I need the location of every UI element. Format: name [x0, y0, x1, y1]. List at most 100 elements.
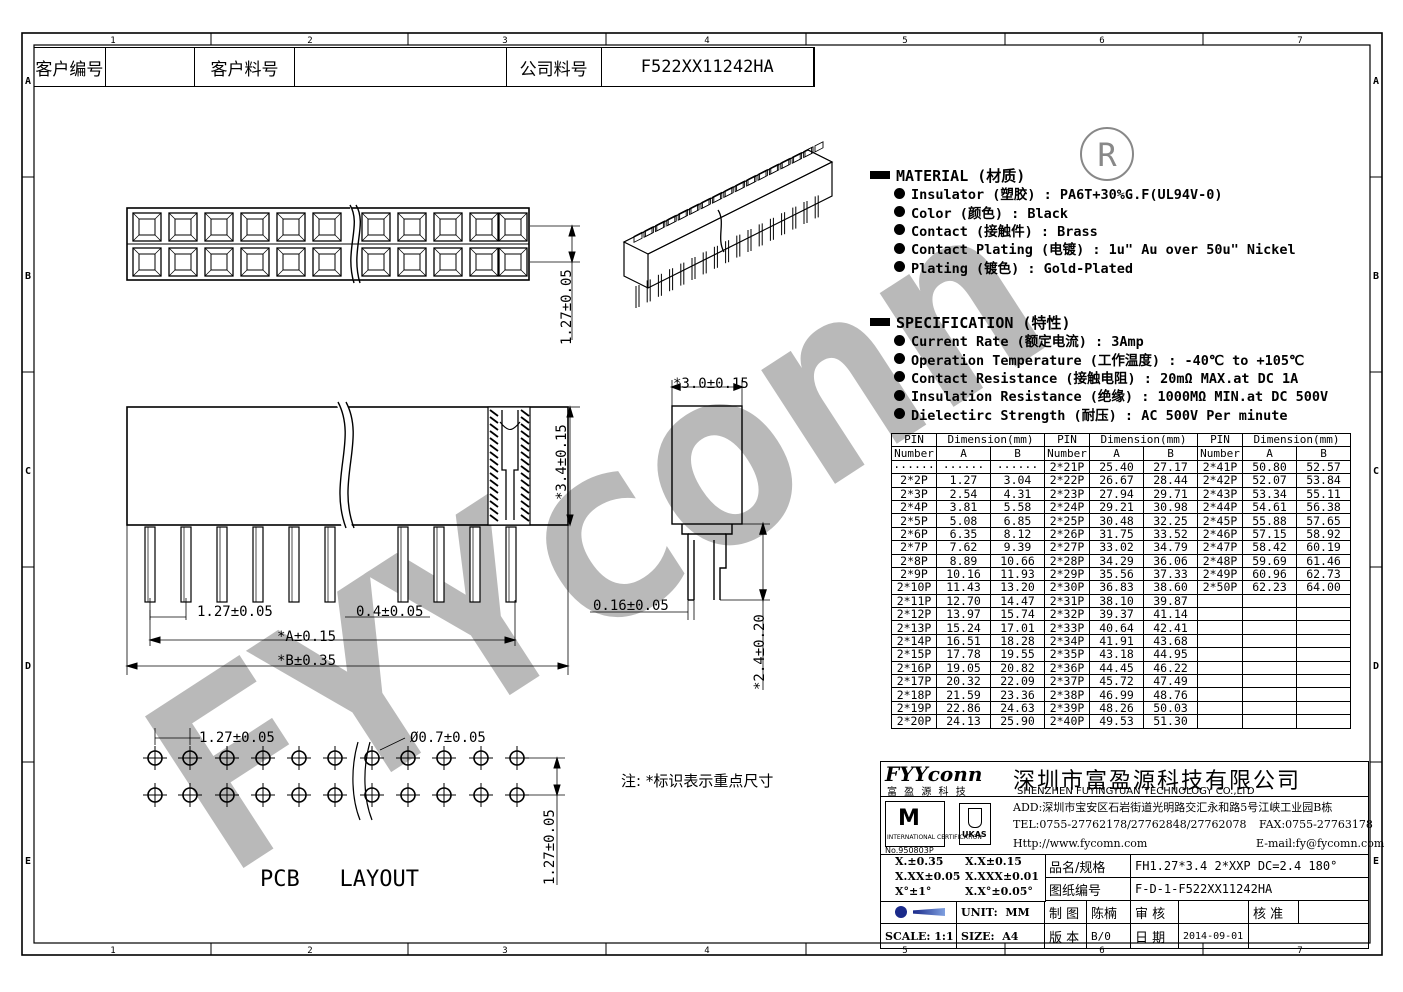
drawing-no-value: F-D-1-F522XX11242HA	[1131, 878, 1368, 901]
table-cell: 46.99	[1089, 687, 1144, 702]
table-cell: 57.15	[1242, 526, 1297, 542]
ukas-label: UKAS	[962, 830, 987, 839]
zone-col-label: 4	[704, 36, 709, 46]
header-a: A	[1089, 446, 1144, 461]
company-email: E-mail:fy@fycomn.com	[1256, 837, 1385, 850]
material-section: MATERIAL (材质) Insulator (塑胶) : PA6T+30%G…	[870, 166, 1296, 277]
table-cell: 2*16P	[891, 660, 937, 676]
customer-part-label: 客户料号	[195, 48, 296, 86]
zone-row-label: D	[25, 661, 31, 672]
table-cell: 44.95	[1143, 647, 1198, 662]
table-cell: 50.80	[1242, 459, 1297, 475]
table-cell: 52.07	[1242, 473, 1297, 488]
table-cell: 41.14	[1143, 607, 1198, 622]
table-cell: 2*5P	[891, 513, 937, 528]
spec-item: Current Rate (额定电流) : 3Amp	[870, 331, 1328, 350]
zone-row-label: E	[1373, 856, 1379, 867]
table-cell: 30.48	[1089, 513, 1144, 528]
registered-mark: R	[1080, 127, 1134, 181]
table-cell	[1296, 647, 1351, 662]
table-cell: 2*24P	[1044, 499, 1090, 515]
table-cell: 2*50P	[1197, 580, 1243, 595]
table-cell: 2*17P	[891, 674, 937, 689]
table-cell	[1296, 700, 1351, 716]
table-cell: 2*19P	[891, 700, 937, 716]
material-item: Contact (接触件) : Brass	[870, 221, 1296, 240]
company-part-label: 公司料号	[507, 48, 602, 86]
table-cell: 2*49P	[1197, 566, 1243, 582]
spec-item: Dielectirc Strength (耐压) : AC 500V Per m…	[870, 405, 1328, 424]
table-cell: 57.65	[1296, 513, 1351, 528]
material-title: MATERIAL (材质)	[896, 166, 1026, 185]
bullet-icon	[894, 389, 905, 401]
table-cell: 43.18	[1089, 647, 1144, 662]
table-cell: 53.84	[1296, 473, 1351, 488]
table-cell: 2*26P	[1044, 526, 1090, 542]
header-dimension: Dimension(mm)	[936, 432, 1045, 448]
table-cell	[1242, 633, 1297, 649]
dim-a: *A±0.15	[277, 629, 336, 645]
header-pin: PIN	[1044, 432, 1090, 448]
table-cell	[1242, 714, 1297, 729]
zone-row-label: E	[25, 856, 31, 867]
company-banner: FYYconn 富 盈 源 科 技 深圳市富盈源科技有限公司 SHENZHEN …	[881, 762, 1368, 798]
header-a: A	[936, 446, 991, 461]
zone-col-label: 5	[902, 946, 907, 956]
note-text: 注: *标识表示重点尺寸	[621, 772, 774, 790]
table-cell: 22.86	[936, 700, 991, 716]
unit-value: MM	[1005, 905, 1030, 919]
table-cell: 48.76	[1143, 687, 1198, 702]
table-cell: 2*9P	[891, 566, 937, 582]
approve-value	[1299, 901, 1368, 924]
iso-view	[622, 141, 834, 308]
table-cell: 26.67	[1089, 473, 1144, 488]
zone-col-label: 5	[902, 36, 907, 46]
tolerance-3: X.XX±0.05	[895, 870, 961, 883]
header-number: Number	[1044, 446, 1090, 461]
table-cell: 35.56	[1089, 566, 1144, 582]
table-cell: 44.45	[1089, 660, 1144, 676]
material-item: Insulator (塑胶) : PA6T+30%G.F(UL94V-0)	[870, 184, 1296, 203]
tolerance-4: X.XXX±0.01	[965, 870, 1039, 883]
table-cell	[1197, 700, 1243, 716]
table-cell: 51.30	[1143, 714, 1198, 729]
blank-cell	[1249, 924, 1368, 948]
bullet-icon	[894, 334, 905, 346]
table-cell: 12.70	[936, 593, 991, 609]
table-cell: 13.20	[990, 580, 1045, 595]
specification-title: SPECIFICATION (特性)	[896, 313, 1071, 332]
table-cell: ······	[990, 459, 1045, 475]
spec-item: Contact Resistance (接触电阻) : 20mΩ MAX.at …	[870, 368, 1328, 387]
table-cell: 19.55	[990, 647, 1045, 662]
table-cell: 25.90	[990, 714, 1045, 729]
table-cell	[1296, 620, 1351, 635]
table-cell	[1197, 620, 1243, 635]
pcb-row-pitch-dim: 1.27±0.05	[542, 809, 558, 885]
company-fax: FAX:0755-27763178	[1259, 818, 1373, 831]
table-cell	[1242, 687, 1297, 702]
table-cell: 15.74	[990, 607, 1045, 622]
table-cell: 2*37P	[1044, 674, 1090, 689]
zone-col-label: 2	[307, 946, 312, 956]
table-cell: 2*10P	[891, 580, 937, 595]
table-cell	[1197, 714, 1243, 729]
table-cell: 54.61	[1242, 499, 1297, 515]
table-cell: 55.88	[1242, 513, 1297, 528]
pcb-layout-label: PCB LAYOUT	[260, 867, 419, 892]
cert-small-text: INTERNATIONAL CERTIFICATION	[887, 834, 982, 841]
table-cell: 48.26	[1089, 700, 1144, 716]
table-cell: 39.37	[1089, 607, 1144, 622]
table-cell: 59.69	[1242, 553, 1297, 568]
table-cell: 8.89	[936, 553, 991, 568]
table-cell: 16.51	[936, 633, 991, 649]
table-cell: 2*40P	[1044, 714, 1090, 729]
company-logo-sub: 富 盈 源 科 技	[887, 787, 968, 798]
table-cell: 2*25P	[1044, 513, 1090, 528]
table-cell	[1197, 593, 1243, 609]
